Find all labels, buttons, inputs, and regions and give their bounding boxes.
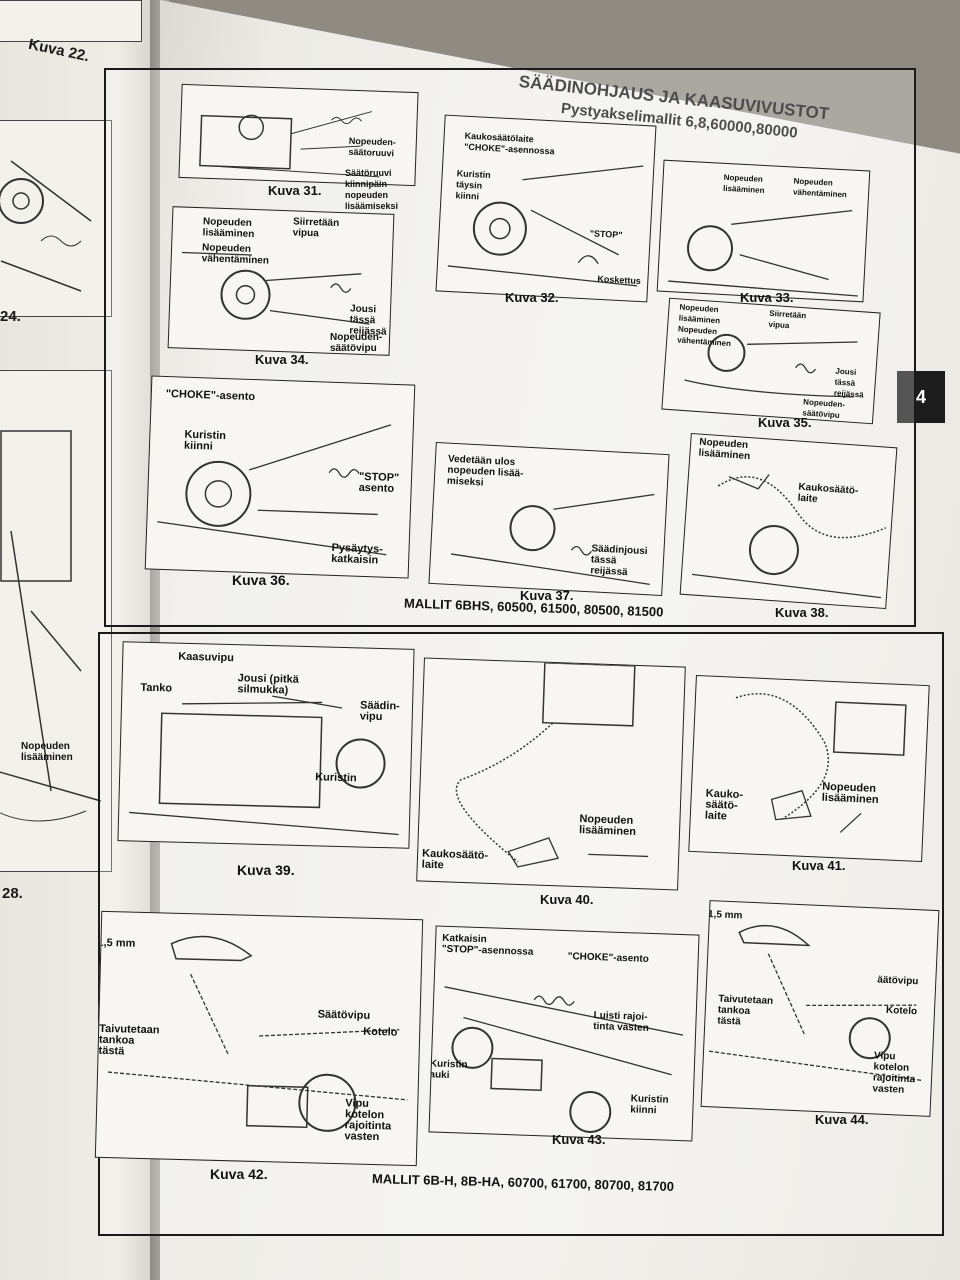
figure-41: Nopeuden lisääminen Kauko- säätö- laite <box>688 674 930 863</box>
figure-35-drawing <box>684 333 858 398</box>
figure-36: "CHOKE"-asento Kuristin kiinni "STOP" as… <box>144 375 416 579</box>
figure-39-label-2: Tanko <box>140 681 173 695</box>
figure-35-label-3: Nopeuden vähentäminen <box>676 324 732 349</box>
left-illustration-2-drawing <box>0 160 92 292</box>
figure-40-label-1: Nopeuden lisääminen <box>578 813 637 838</box>
figure-36-label-4: Pysäytys- katkaisin <box>330 541 384 567</box>
figure-42: 1,5 mm Taivutetaan tankoa tästä Säätövip… <box>94 910 424 1167</box>
figure-38-label-1: Nopeuden lisääminen <box>698 436 751 463</box>
figure-32-label-3: "STOP" <box>589 228 623 241</box>
figure-42-label-2: Taivutetaan tankoa tästä <box>98 1022 160 1058</box>
figure-40-label-2: Kaukosäätö- laite <box>421 847 489 872</box>
figure-44: 1,5 mm äätövipu Taivutetaan tankoa tästä… <box>700 900 940 1117</box>
figure-38: Nopeuden lisääminen Kaukosäätö- laite <box>679 432 898 610</box>
figure-44-caption: Kuva 44. <box>815 1112 869 1127</box>
figure-43-caption: Kuva 43. <box>552 1132 606 1147</box>
left-caption-28: 28. <box>2 885 23 902</box>
figure-34-label-3: Nopeuden vähentäminen <box>201 242 270 267</box>
figure-32-caption: Kuva 32. <box>505 290 559 305</box>
figure-42-drawing <box>108 935 408 1132</box>
figure-40-caption: Kuva 40. <box>540 892 594 907</box>
figure-43-label-5: Kuristin kiinni <box>630 1093 669 1117</box>
figure-31-drawing <box>199 111 380 178</box>
left-label-nopeuden: Nopeuden lisääminen <box>21 741 73 763</box>
figure-33-label-1: Nopeuden lisääminen <box>722 172 765 195</box>
figure-44-label-5: Vipu kotelon rajoitinta vasten <box>872 1050 916 1096</box>
figure-34-drawing <box>181 251 370 325</box>
figure-42-label-1: 1,5 mm <box>97 936 136 950</box>
figure-31: Nopeuden- säätoruuvi <box>178 83 419 187</box>
figure-31-label-1: Nopeuden- säätoruuvi <box>348 135 396 159</box>
figure-42-label-4: Kotelo <box>363 1025 398 1039</box>
figure-37-label-1: Vedetään ulos nopeuden lisää- miseksi <box>446 453 524 489</box>
chapter-tab: 4 <box>897 371 945 423</box>
figure-32-drawing <box>447 165 644 287</box>
figure-42-label-3: Säätövipu <box>317 1008 371 1022</box>
figure-39-label-1: Kaasuvipu <box>178 650 235 665</box>
figure-43-label-3: Luisti rajoi- tinta vasten <box>593 1010 649 1034</box>
figure-43-label-1: Katkaisin "STOP"-asennossa <box>441 932 534 958</box>
figure-35-label-2: Siirretään vipua <box>768 308 807 331</box>
figure-39: Kaasuvipu Tanko Jousi (pitkä silmukka) S… <box>117 641 415 849</box>
left-page: Kuva 22. 24. Nopeuden lisääminen 28. <box>0 0 170 1280</box>
figure-42-caption: Kuva 42. <box>210 1166 268 1182</box>
figure-33-label-2: Nopeuden vähentäminen <box>792 176 848 200</box>
figure-37: Vedetään ulos nopeuden lisää- miseksi Sä… <box>428 441 670 597</box>
figure-35-label-4: Jousi tässä reijässä <box>833 366 864 400</box>
figure-41-drawing <box>735 693 907 833</box>
figure-32-label-1: Kaukosäätölaite "CHOKE"-asennossa <box>463 130 555 157</box>
figure-44-label-4: Kotelo <box>885 1004 918 1018</box>
figure-43: Katkaisin "STOP"-asennossa "CHOKE"-asent… <box>428 925 700 1142</box>
figure-36-caption: Kuva 36. <box>232 572 290 588</box>
figure-39-label-5: Kuristin <box>315 771 357 785</box>
figure-31-caption: Kuva 31. <box>268 183 322 198</box>
figure-33-drawing <box>668 209 858 297</box>
figure-39-label-4: Säädin- vipu <box>359 699 400 724</box>
figure-37-drawing <box>450 493 655 586</box>
figure-33-caption: Kuva 33. <box>740 290 794 305</box>
figure-42-label-5: Vipu kotelon rajoitinta vasten <box>344 1097 392 1144</box>
figure-41-label-2: Kauko- säätö- laite <box>704 787 744 823</box>
figure-34-label-5: Nopeuden- säätövipu <box>330 332 383 354</box>
figure-44-label-3: Taivutetaan tankoa tästä <box>717 993 774 1028</box>
figure-40-drawing <box>455 661 649 868</box>
figure-44-drawing <box>708 924 924 1082</box>
left-illustration-3-drawing <box>0 430 102 1052</box>
figure-35-label-1: Nopeuden lisääminen <box>678 302 721 326</box>
left-illustration-top <box>0 0 142 42</box>
figure-41-caption: Kuva 41. <box>792 858 846 873</box>
figure-35: Nopeuden lisääminen Siirretään vipua Nop… <box>661 297 881 425</box>
figure-35-caption: Kuva 35. <box>758 415 812 430</box>
figure-34-label-1: Nopeuden lisääminen <box>202 216 255 241</box>
figure-36-label-2: Kuristin kiinni <box>183 428 227 453</box>
figure-34-label-2: Siirretään vipua <box>292 216 340 240</box>
figure-38-caption: Kuva 38. <box>775 605 829 620</box>
figure-36-label-3: "STOP" asento <box>358 470 400 495</box>
figure-44-label-1: 1,5 mm <box>707 909 743 922</box>
figure-34: Nopeuden lisääminen Siirretään vipua Nop… <box>167 206 395 356</box>
figure-39-caption: Kuva 39. <box>237 862 295 878</box>
left-caption-24: 24. <box>0 308 21 325</box>
figure-31-label-2: Säätöruuvi kiinnipäin nopeuden lisäämise… <box>345 168 399 211</box>
figure-36-drawing <box>157 424 392 556</box>
figure-43-label-4: Kuristin auki <box>429 1058 468 1082</box>
figure-39-label-3: Jousi (pitkä silmukka) <box>237 672 299 697</box>
figure-43-drawing <box>444 986 684 1133</box>
figure-33: Nopeuden lisääminen Nopeuden vähentämine… <box>656 159 871 303</box>
figure-44-label-2: äätövipu <box>877 974 919 988</box>
figure-37-label-2: Säädinjousi tässä reijässä <box>590 543 648 579</box>
figure-38-drawing <box>691 474 887 599</box>
figure-40: Nopeuden lisääminen Kaukosäätö- laite <box>416 657 686 891</box>
figure-32-label-2: Kuristin täysin kiinni <box>455 168 491 202</box>
figure-38-label-2: Kaukosäätö- laite <box>797 481 859 505</box>
figure-39-drawing <box>129 695 399 836</box>
figure-34-caption: Kuva 34. <box>255 352 309 367</box>
left-illustration-2 <box>0 120 112 317</box>
figure-32: Kaukosäätölaite "CHOKE"-asennossa Kurist… <box>435 114 657 303</box>
figure-37-caption: Kuva 37. <box>520 588 574 603</box>
figure-32-label-4: Koskettus <box>597 273 642 287</box>
left-illustration-3: Nopeuden lisääminen <box>0 370 112 1052</box>
figure-41-label-1: Nopeuden lisääminen <box>821 780 879 807</box>
